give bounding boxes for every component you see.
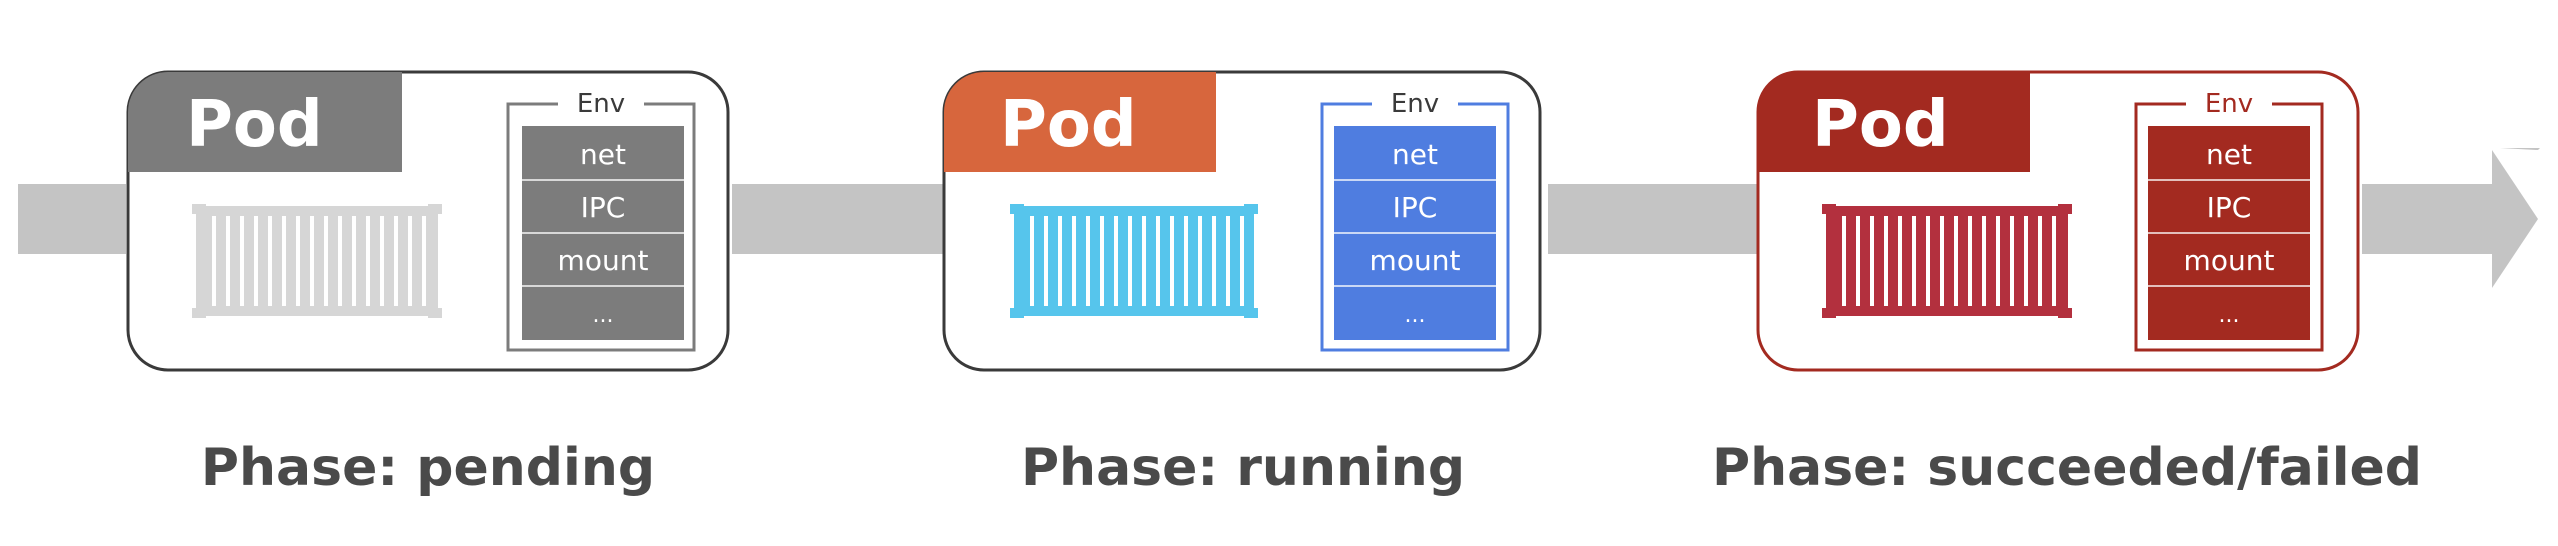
- flow-arrow: [18, 148, 2540, 288]
- env-item-mount: mount: [558, 244, 649, 277]
- pod-running: Pod: [942, 70, 1542, 498]
- pod-failed: Pod: [1712, 70, 2422, 498]
- env-item-mount: mount: [1370, 244, 1461, 277]
- phase-label-running: Phase: running: [1021, 438, 1465, 498]
- env-item-ipc: IPC: [1393, 191, 1438, 224]
- env-item-more: ...: [593, 303, 614, 328]
- arrow-segment-1: [18, 184, 126, 254]
- env-item-net: net: [580, 138, 626, 171]
- arrow-tip-shape: [2492, 150, 2538, 288]
- pod-running-title: Pod: [1000, 88, 1137, 162]
- container-icon: [192, 204, 442, 318]
- env-item-ipc: IPC: [581, 191, 626, 224]
- env-stack: Env net IPC mount ...: [506, 89, 696, 352]
- pod-failed-title: Pod: [1812, 88, 1949, 162]
- arrow-segment-3: [1548, 184, 1758, 254]
- env-item-ipc: IPC: [2207, 191, 2252, 224]
- pod-pending-title: Pod: [186, 88, 323, 162]
- env-item-more: ...: [2219, 303, 2240, 328]
- container-icon: [1822, 204, 2072, 318]
- env-stack: Env net IPC mount ...: [2134, 89, 2324, 352]
- container-icon: [1010, 204, 1258, 318]
- env-stack: Env net IPC mount ...: [1320, 89, 1510, 352]
- pod-pending-header: [128, 72, 402, 172]
- pod-pending: Pod: [126, 70, 730, 498]
- arrow-segment-2: [732, 184, 944, 254]
- arrow-head: [2500, 148, 2540, 150]
- env-item-net: net: [2206, 138, 2252, 171]
- env-item-more: ...: [1405, 303, 1426, 328]
- env-title: Env: [577, 89, 625, 119]
- pod-running-header: [944, 72, 1216, 172]
- phase-label-pending: Phase: pending: [201, 438, 655, 498]
- pod-failed-header: [1758, 72, 2030, 172]
- env-title: Env: [2205, 89, 2253, 119]
- phase-label-failed: Phase: succeeded/failed: [1712, 438, 2422, 498]
- env-title: Env: [1391, 89, 1439, 119]
- env-item-net: net: [1392, 138, 1438, 171]
- arrow-segment-4: [2362, 184, 2502, 254]
- env-item-mount: mount: [2184, 244, 2275, 277]
